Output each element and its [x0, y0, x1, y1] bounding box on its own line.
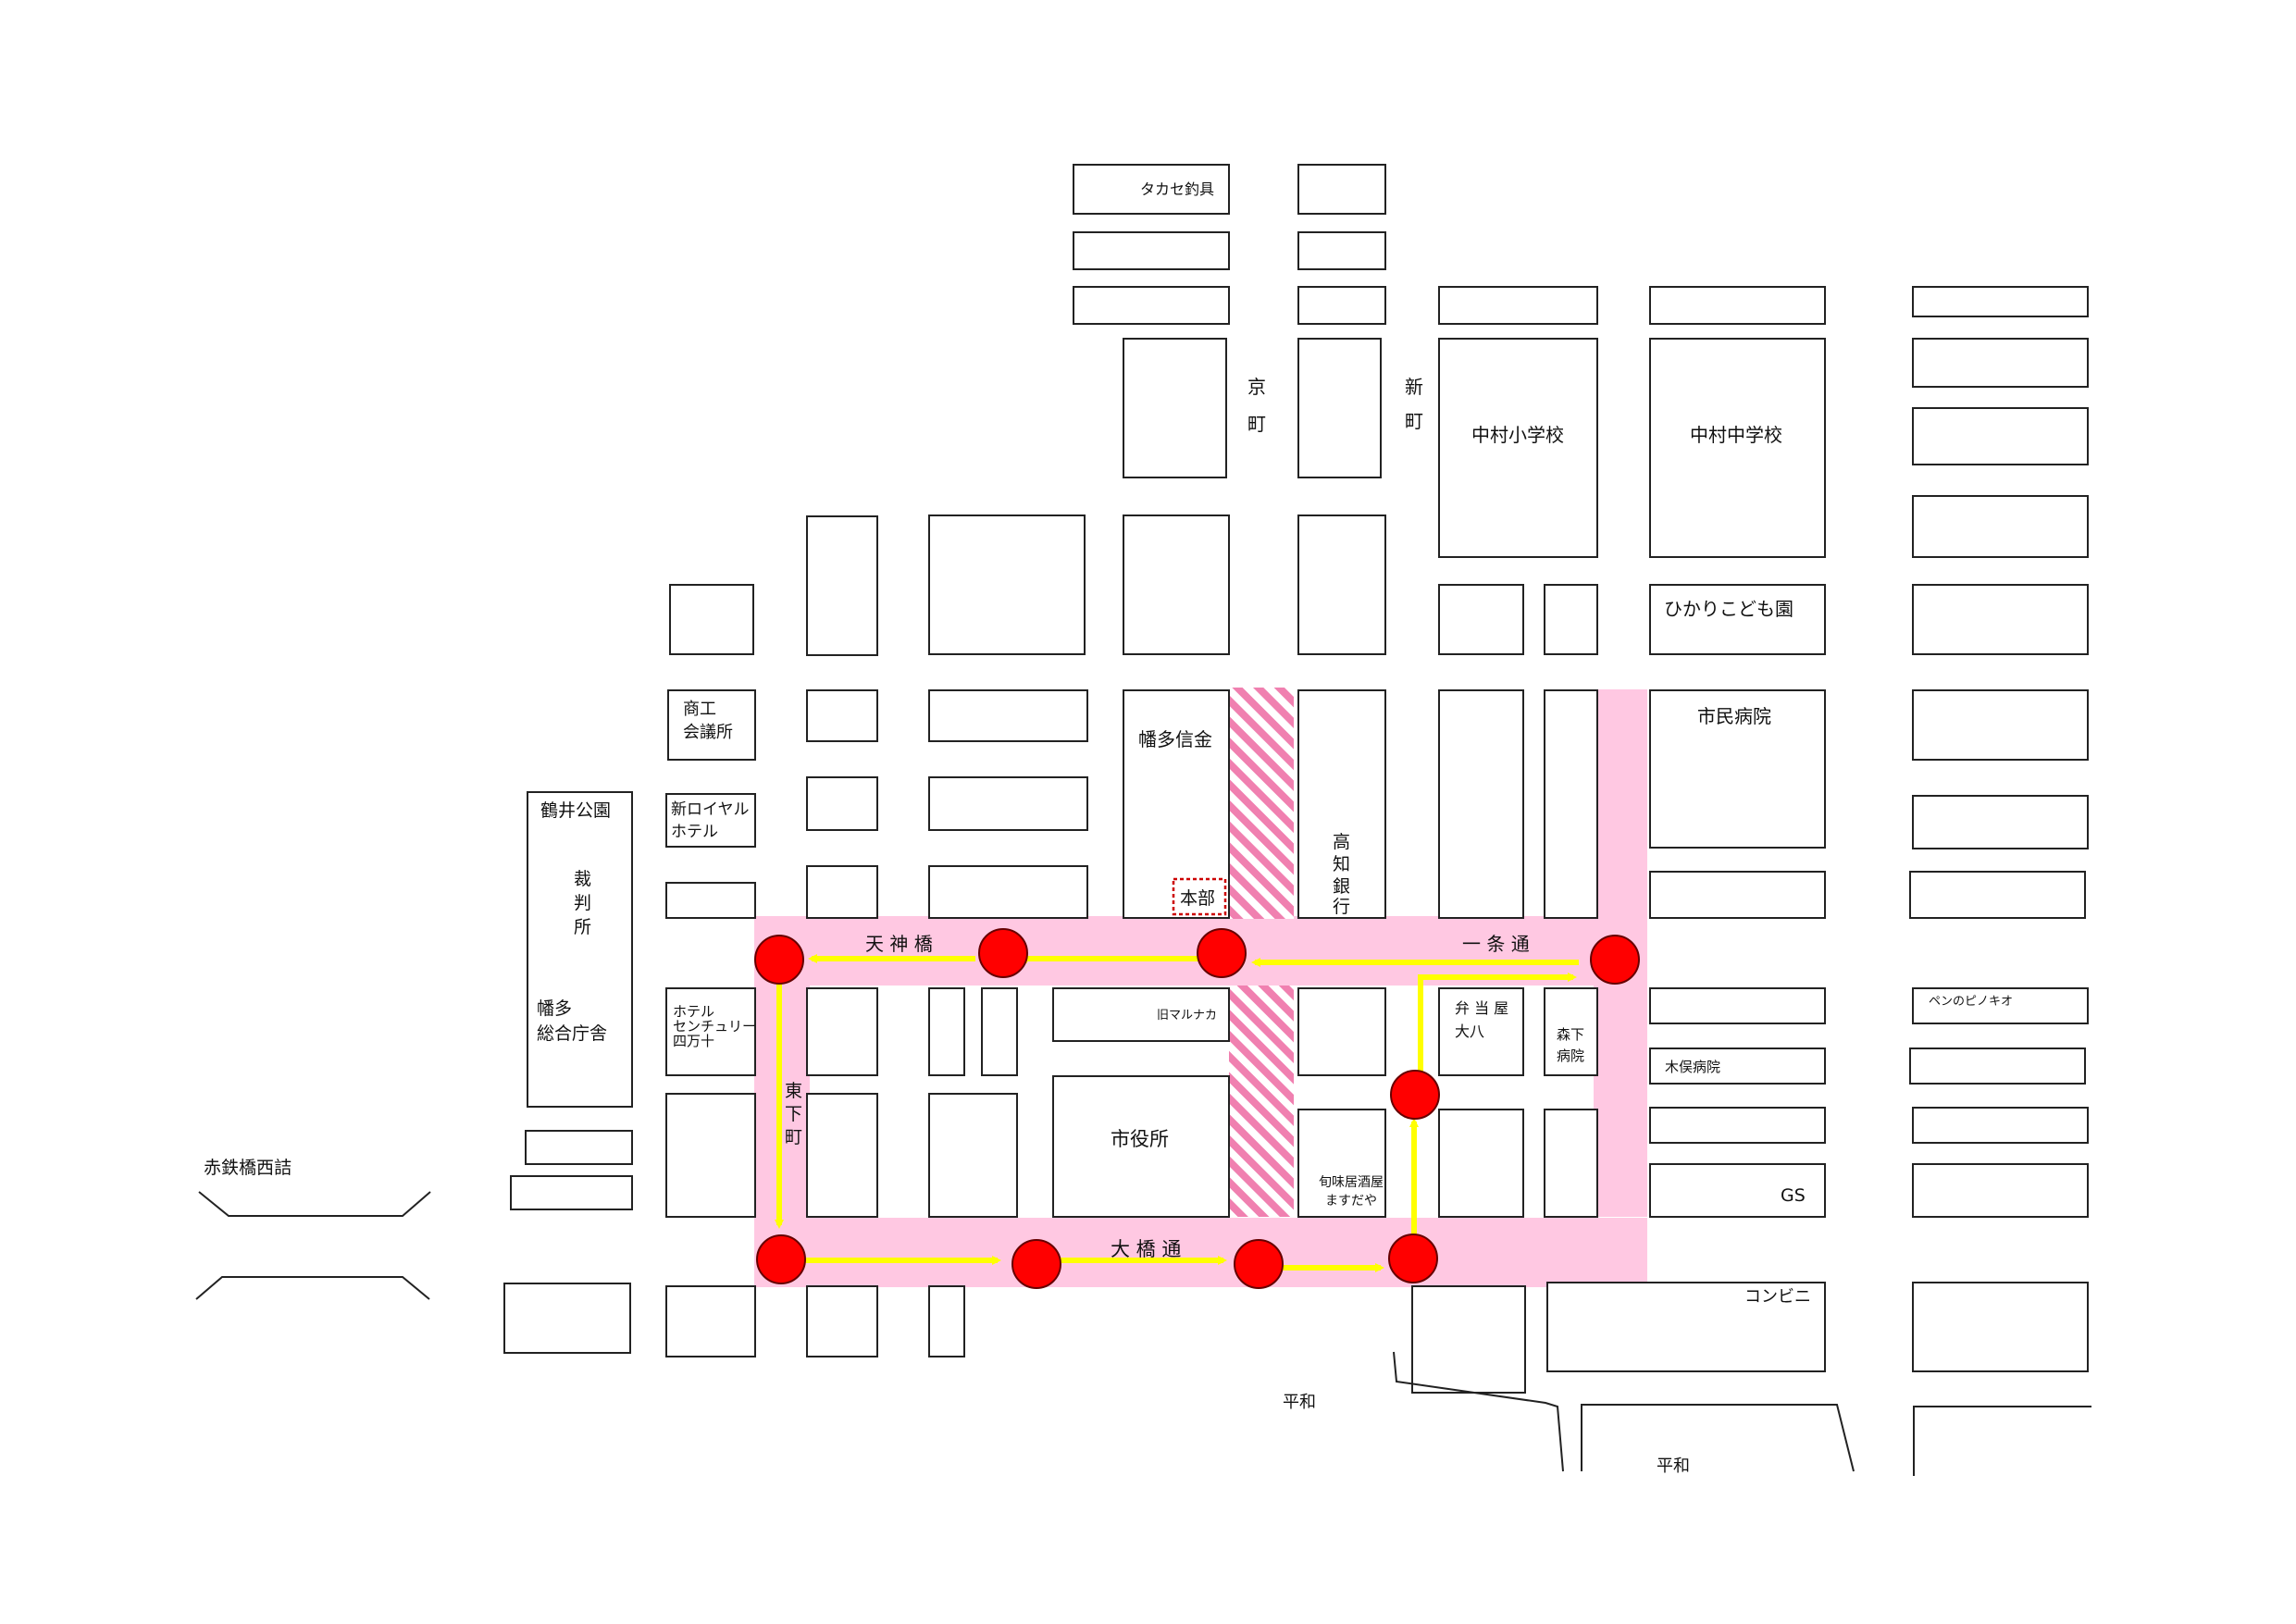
block-gs	[1649, 1163, 1826, 1218]
checkpoint-marker	[1234, 1239, 1284, 1289]
label-saiban-3: 所	[574, 917, 591, 937]
block-nakamura-jhs	[1649, 338, 1826, 558]
block-nakamura-es	[1438, 338, 1598, 558]
city-blocks	[503, 164, 2089, 1394]
label-hotel-2: センチュリー	[673, 1018, 756, 1035]
checkpoint-marker	[1590, 935, 1640, 985]
route-up-2	[1418, 973, 1577, 1073]
label-shiyakusho: 市役所	[1111, 1128, 1169, 1150]
label-hotel-1: ホテル	[673, 1003, 714, 1020]
block-shin-royal	[665, 793, 756, 848]
block-bento	[1438, 987, 1524, 1076]
label-shin-royal-2: ホテル	[671, 823, 718, 841]
label-kochi-2: 知	[1333, 854, 1350, 874]
label-higashi-2: 下	[785, 1104, 802, 1124]
label-takase: タカセ釣具	[1140, 180, 1214, 198]
map-labels: タカセ釣具 京 町 新 町 中村小学校 中村中学校 ひかりこども園 商工 会議所…	[204, 180, 2013, 1476]
label-shunmi-1: 旬味居酒屋	[1319, 1175, 1384, 1190]
checkpoint-marker	[1390, 1070, 1440, 1120]
label-hikari: ひかりこども園	[1664, 598, 1793, 620]
label-bento-1: 弁 当 屋	[1455, 999, 1508, 1017]
label-old-marunaka: 旧マルナカ	[1157, 1009, 1217, 1023]
parade-route	[775, 954, 1579, 1272]
block-shoko	[667, 689, 756, 761]
label-shin-royal-1: 新ロイヤル	[671, 800, 750, 819]
hatched-zone-lower	[1229, 986, 1294, 1217]
label-morishita-2: 病院	[1557, 1048, 1584, 1064]
hatched-zone-upper	[1229, 688, 1294, 919]
label-conveni: コンビニ	[1744, 1287, 1811, 1307]
block-old-marunaka	[1052, 987, 1230, 1042]
block-hotel-century	[665, 987, 756, 1076]
checkpoint-marker	[1388, 1233, 1438, 1283]
event-zone	[754, 688, 1647, 1287]
label-tenjin: 天 神 橋	[865, 933, 933, 955]
label-hata-1: 幡多	[537, 998, 572, 1019]
label-saiban-2: 判	[574, 893, 591, 913]
label-nakamura-jhs: 中村中学校	[1690, 424, 1782, 446]
block-kochi-bank	[1297, 689, 1386, 919]
label-shoko-2: 会議所	[683, 723, 733, 742]
label-heiwa-2: 平和	[1657, 1457, 1690, 1476]
label-shimin: 市民病院	[1697, 705, 1771, 727]
label-shin-machi: 町	[1405, 410, 1423, 432]
label-kimata: 木俣病院	[1665, 1059, 1720, 1075]
block-hikari	[1649, 584, 1826, 655]
label-shin: 新	[1405, 376, 1423, 398]
checkpoint-marker	[756, 1234, 806, 1284]
block-pen	[1912, 987, 2089, 1024]
label-kyo-machi: 町	[1247, 413, 1266, 435]
label-higashi-3: 町	[785, 1127, 802, 1147]
label-honbu: 本部	[1180, 888, 1215, 909]
checkpoint-marker	[1197, 928, 1247, 978]
block-kimata	[1649, 1048, 1826, 1085]
street-right-end	[1913, 1406, 2091, 1476]
label-kochi-4: 行	[1333, 897, 1350, 917]
block-takase	[1073, 164, 1230, 215]
label-nakamura-es: 中村小学校	[1471, 424, 1564, 446]
label-saiban-1: 裁	[574, 869, 591, 889]
label-bento-2: 大八	[1455, 1023, 1484, 1040]
label-kochi-3: 銀	[1333, 876, 1350, 897]
label-gs: GS	[1781, 1185, 1806, 1206]
label-ichijo: 一 条 通	[1462, 933, 1530, 955]
label-hatashin: 幡多信金	[1138, 728, 1212, 750]
checkpoint-marker	[754, 935, 804, 985]
bridge-upper	[198, 1191, 431, 1217]
block-shimin-hospital	[1649, 689, 1826, 849]
label-shunmi-2: ますだや	[1325, 1194, 1377, 1209]
honbu-marker	[1172, 877, 1227, 916]
street-heiwa-left	[1393, 1351, 1564, 1472]
label-hotel-3: 四万十	[673, 1033, 714, 1049]
bridge-lower	[195, 1276, 430, 1300]
checkpoint-marker	[978, 928, 1028, 978]
block-tsurui-park	[527, 791, 633, 1108]
block-conveni	[1546, 1282, 1826, 1372]
label-ohashi: 大 橋 通	[1111, 1238, 1181, 1260]
label-morishita-1: 森下	[1557, 1026, 1584, 1043]
street-heiwa-right	[1581, 1404, 1855, 1472]
label-akatetsu: 赤鉄橋西詰	[204, 1158, 292, 1178]
label-tsurui: 鶴井公園	[540, 800, 611, 821]
label-higashi-1: 東	[785, 1081, 802, 1101]
label-shoko-1: 商工	[683, 700, 716, 719]
label-pen: ペンのピノキオ	[1929, 995, 2013, 1009]
block-masudaya	[1297, 1109, 1386, 1218]
checkpoints	[754, 928, 1640, 1289]
label-kochi-1: 高	[1333, 832, 1350, 852]
label-hata-2: 総合庁舎	[537, 1023, 607, 1044]
label-heiwa-1: 平和	[1283, 1393, 1316, 1412]
block-city-hall	[1052, 1075, 1230, 1218]
label-kyo: 京	[1247, 376, 1266, 398]
checkpoint-marker	[1011, 1239, 1061, 1289]
block-morishita	[1544, 987, 1598, 1076]
road-lines	[195, 1191, 2091, 1476]
